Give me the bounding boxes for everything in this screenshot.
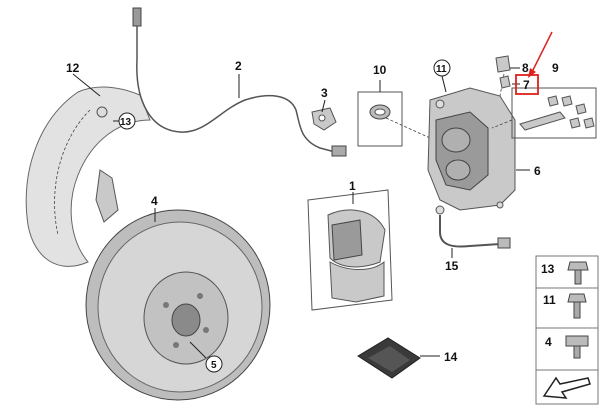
callout-3[interactable]: 3 xyxy=(321,86,328,100)
bolt-icon xyxy=(565,335,589,359)
callout-4[interactable]: 4 xyxy=(151,194,158,208)
callouts: 12 13 2 3 10 11 8 7 9 6 1 4 5 15 14 xyxy=(66,59,559,373)
brake-caliper[interactable] xyxy=(427,87,516,215)
brake-hose[interactable] xyxy=(439,215,511,249)
highlight-box xyxy=(515,74,539,95)
assembly-paste[interactable] xyxy=(357,337,421,379)
highlight-arrow xyxy=(528,31,553,78)
callout-6[interactable]: 6 xyxy=(534,164,541,178)
brake-disc[interactable] xyxy=(85,209,271,401)
callout-2[interactable]: 2 xyxy=(235,59,242,73)
callout-7[interactable]: 7 xyxy=(523,78,530,92)
callout-9[interactable]: 9 xyxy=(552,61,559,75)
fastener-legend: 13 11 4 xyxy=(535,255,599,405)
callout-15[interactable]: 15 xyxy=(445,259,459,273)
part-9-box[interactable] xyxy=(491,87,597,139)
callout-1[interactable]: 1 xyxy=(349,179,356,193)
bolt-icon xyxy=(567,293,587,319)
bleeder-screw[interactable] xyxy=(499,75,511,89)
callout-8[interactable]: 8 xyxy=(522,61,529,75)
wear-sensor[interactable] xyxy=(132,7,347,157)
sensor-bracket[interactable] xyxy=(311,107,337,131)
splash-guard[interactable] xyxy=(25,86,151,267)
callout-5[interactable]: 5 xyxy=(211,360,217,371)
callout-13[interactable]: 13 xyxy=(120,117,132,128)
legend-4-label[interactable]: 4 xyxy=(545,335,552,349)
arrow-icon[interactable] xyxy=(542,376,591,399)
legend-13-label[interactable]: 13 xyxy=(541,262,555,276)
callout-12[interactable]: 12 xyxy=(66,61,80,75)
part-10-box[interactable] xyxy=(357,91,431,147)
bolt-icon xyxy=(567,261,589,285)
callout-10[interactable]: 10 xyxy=(373,63,387,77)
callout-11[interactable]: 11 xyxy=(436,64,447,75)
brake-pads[interactable] xyxy=(307,189,393,311)
callout-14[interactable]: 14 xyxy=(444,350,458,364)
legend-11-label[interactable]: 11 xyxy=(543,293,556,307)
